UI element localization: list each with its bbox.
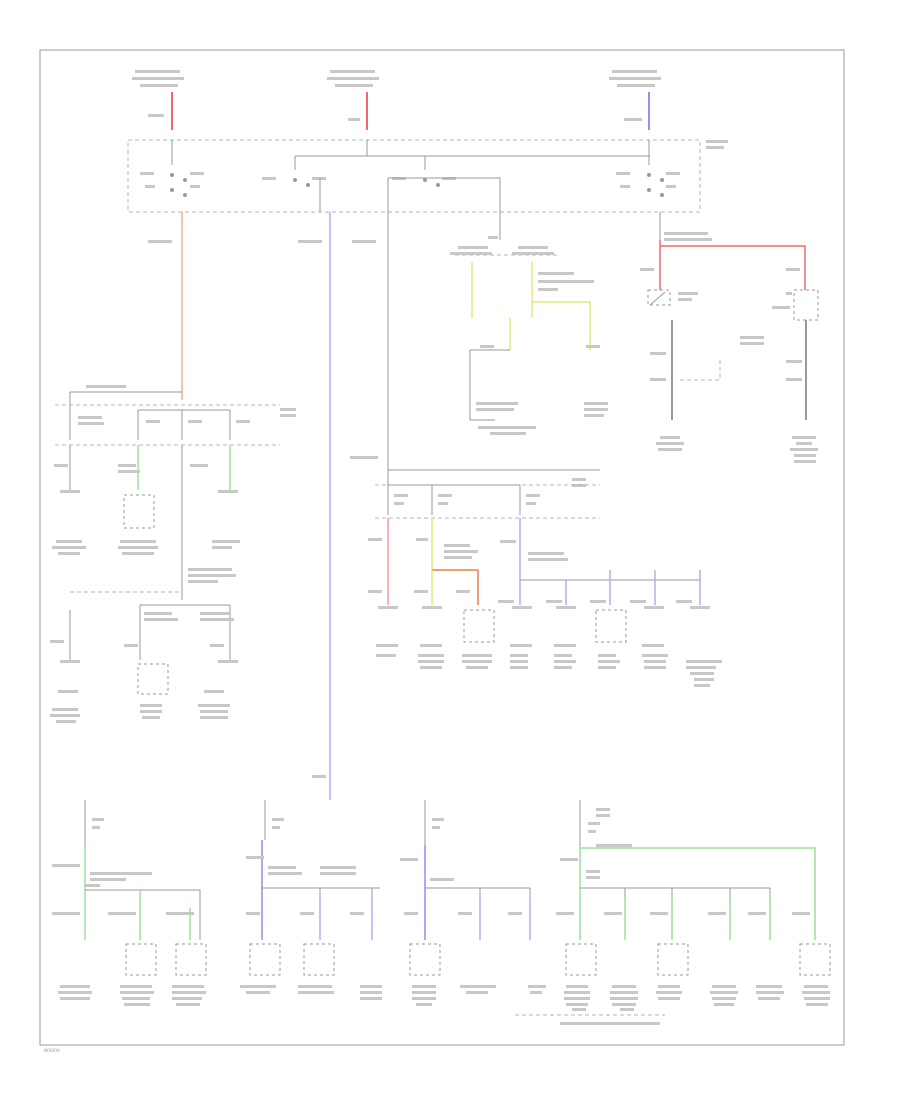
horn-relay-section bbox=[640, 212, 819, 463]
left-fuse-block bbox=[50, 385, 296, 723]
diagram-code: W0000 bbox=[44, 1048, 60, 1054]
bottom-fuse-groups bbox=[52, 775, 831, 1025]
ignition-switch-section bbox=[127, 70, 728, 243]
diagram-frame bbox=[39, 49, 845, 1046]
center-fuse-block bbox=[350, 456, 722, 687]
transmission-relay-section bbox=[450, 212, 608, 435]
